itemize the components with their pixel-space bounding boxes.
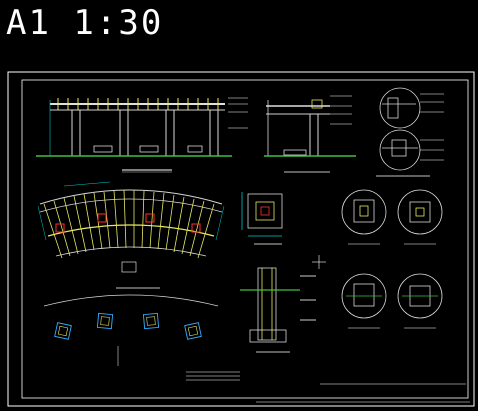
crosshair-marker — [312, 255, 326, 269]
footing-plan-drawing — [43, 294, 240, 381]
outer-frame — [7, 71, 475, 407]
side-elevation-drawing — [264, 95, 356, 173]
detail-circle-d — [397, 189, 443, 235]
scale-title: A1 1:30 — [6, 3, 164, 43]
title-block-lines — [256, 383, 470, 403]
column-base-plan-drawing — [241, 192, 283, 245]
inner-frame — [21, 79, 469, 399]
detail-circle-c — [341, 189, 387, 235]
detail-circle-e — [341, 273, 387, 319]
footing-section-drawing — [240, 267, 316, 353]
detail-circle-f — [397, 273, 443, 319]
front-elevation-drawing — [36, 97, 248, 173]
roof-plan-drawing — [37, 181, 225, 289]
detail-circle-a — [379, 87, 444, 129]
detail-circle-b — [376, 129, 444, 177]
